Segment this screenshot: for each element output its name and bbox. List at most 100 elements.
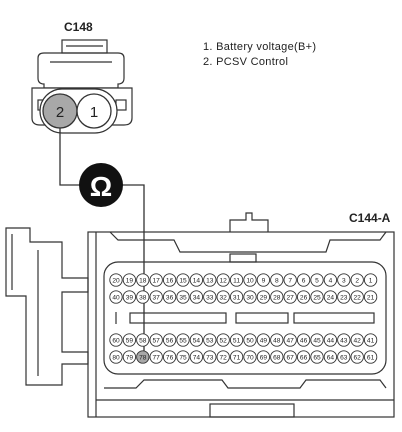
c144-pin-circle (337, 273, 351, 287)
c144-pin-8: 8 (270, 273, 284, 287)
c144-pin-number: 37 (153, 295, 161, 302)
c144-pin-number: 23 (340, 295, 348, 302)
c144-pin-16: 16 (162, 273, 177, 287)
c144-pin-35: 35 (176, 290, 190, 304)
c144-pin-number: 77 (153, 355, 161, 362)
c144-pin-79: 79 (122, 350, 137, 364)
c144-pin-circle (296, 290, 311, 304)
c144-pin-31: 31 (229, 290, 244, 304)
c144-pin-57: 57 (149, 333, 163, 347)
c144-pin-number: 8 (275, 278, 279, 285)
c144-pin-17: 17 (149, 273, 163, 287)
c144-pin-circle (109, 333, 123, 347)
c144-top-ridge (109, 231, 387, 253)
c144-pin-11: 11 (229, 273, 244, 287)
c144-pin-number: 19 (126, 278, 134, 285)
c144-mount-bracket (5, 227, 89, 386)
c144-pin-circle (243, 333, 257, 347)
c144-pin-number: 33 (206, 295, 214, 302)
c144-pin-circle (176, 290, 190, 304)
c144-pin-13: 13 (203, 273, 217, 287)
c144-slot-1 (129, 312, 227, 324)
c144-pin-number: 14 (193, 278, 201, 285)
c144-pin-number: 75 (179, 355, 187, 362)
connector-c144a (5, 212, 395, 418)
c148-shell (37, 52, 125, 89)
c144-pin-47: 47 (283, 333, 297, 347)
c144-pin-7: 7 (283, 273, 297, 287)
c148-pin-1: 1 (76, 93, 112, 129)
c144-pin-circle (149, 350, 163, 364)
ohm-symbol: Ω (90, 171, 112, 202)
c144-pin-number: 74 (193, 355, 201, 362)
c144-pin-34: 34 (189, 290, 204, 304)
c144-pin-52: 52 (216, 333, 230, 347)
c144-pin-circle (122, 333, 137, 347)
c144-pin-9: 9 (256, 273, 271, 287)
c144-pin-circle (283, 333, 297, 347)
c144-pin-circle (189, 333, 204, 347)
c144-pin-number: 29 (260, 295, 268, 302)
c144-pin-number: 43 (340, 338, 348, 345)
c144-pin-circle (256, 350, 271, 364)
c144-pin-circle (229, 333, 244, 347)
c144-pin-48: 48 (270, 333, 284, 347)
c144-pin-number: 31 (233, 295, 241, 302)
c144-pin-60: 60 (109, 333, 123, 347)
c144-pin-circle (216, 273, 230, 287)
c144-pin-circle (350, 333, 364, 347)
c144-pin-circle (149, 333, 163, 347)
c144-pin-number: 73 (206, 355, 214, 362)
c144-pin-number: 40 (112, 295, 120, 302)
c144-pin-62: 62 (350, 350, 364, 364)
c144-pin-32: 32 (216, 290, 230, 304)
legend-item-2: 2. PCSV Control (203, 56, 289, 68)
c144-pin-27: 27 (283, 290, 297, 304)
c144-pin-circle (310, 290, 324, 304)
c144-pin-circle (256, 290, 271, 304)
c144-pin-19: 19 (122, 273, 137, 287)
c144-pin-circle (109, 273, 123, 287)
c144-pin-number: 39 (126, 295, 134, 302)
c144-pin-26: 26 (296, 290, 311, 304)
probe-wires (59, 128, 145, 359)
c144-pin-12: 12 (216, 273, 230, 287)
c144-connector-label: C144-A (349, 211, 391, 225)
c144-pin-number: 42 (354, 338, 362, 345)
c144-pin-number: 72 (220, 355, 228, 362)
c144-pin-circle (296, 273, 311, 287)
c144-pin-circle (350, 273, 364, 287)
c144-pin-number: 13 (206, 278, 214, 285)
c144-pin-76: 76 (162, 350, 177, 364)
c144-pin-45: 45 (310, 333, 324, 347)
c144-pin-1: 1 (363, 273, 378, 287)
c144-pin-circle (323, 290, 338, 304)
c144-pin-65: 65 (310, 350, 324, 364)
c144-pin-number: 5 (315, 278, 319, 285)
c144-pin-75: 75 (176, 350, 190, 364)
c144-pin-circle (310, 350, 324, 364)
c144-pin-number: 35 (179, 295, 187, 302)
c144-pin-number: 52 (220, 338, 228, 345)
c144-pin-circle (243, 273, 257, 287)
c144-pin-number: 51 (233, 338, 241, 345)
c144-pin-29: 29 (256, 290, 271, 304)
c144-pin-28: 28 (270, 290, 284, 304)
c144-pin-78: 78 (136, 350, 150, 364)
c144-pin-circle (243, 290, 257, 304)
c144-pin-55: 55 (176, 333, 190, 347)
c144-pin-circle (350, 290, 364, 304)
c144-pin-circle (136, 290, 150, 304)
c144-pin-30: 30 (243, 290, 257, 304)
c144-pin-circle (162, 273, 177, 287)
c144-pin-37: 37 (149, 290, 163, 304)
c144-pin-number: 21 (367, 295, 375, 302)
c144-pin-number: 58 (139, 338, 147, 345)
c144-pin-circle (229, 273, 244, 287)
c144-pin-number: 27 (287, 295, 295, 302)
c144-pin-49: 49 (256, 333, 271, 347)
c144-pin-circle (229, 350, 244, 364)
c144-pin-circle (270, 350, 284, 364)
